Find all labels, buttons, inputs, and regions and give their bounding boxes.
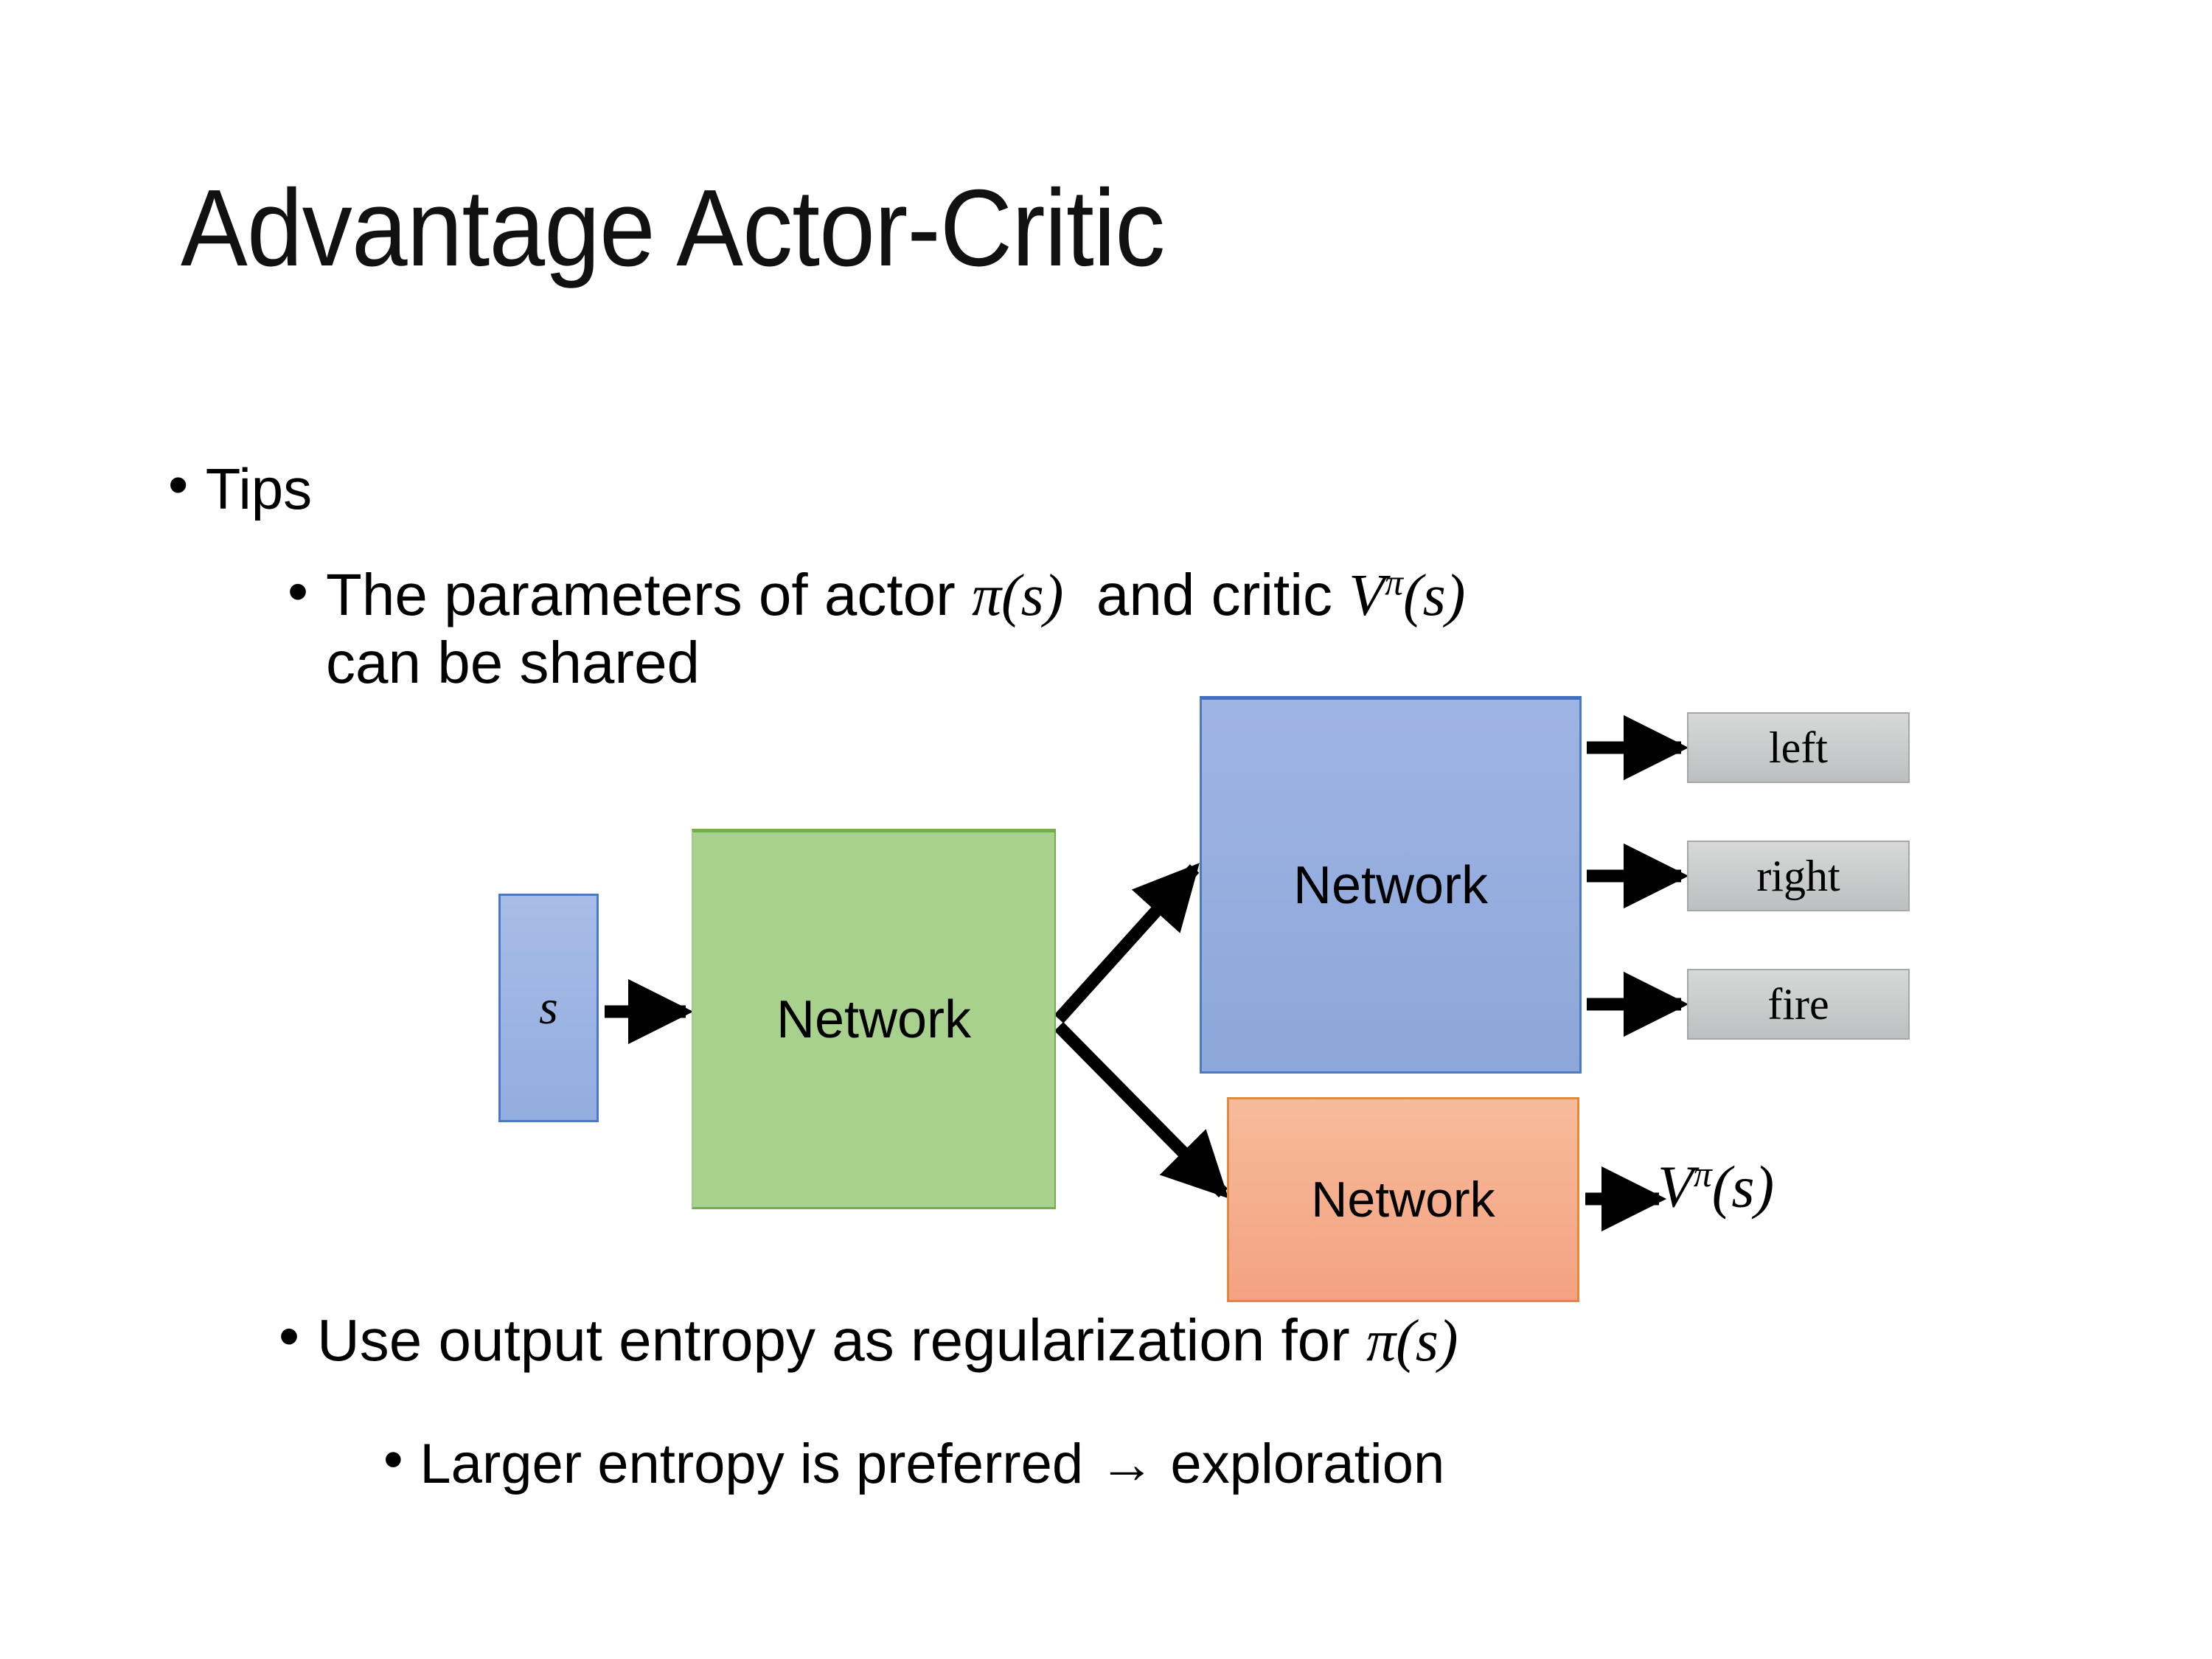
math-pi-of-s: π(s) bbox=[971, 563, 1064, 628]
page-title: Advantage Actor-Critic bbox=[181, 167, 1165, 289]
state-input-box: s bbox=[498, 894, 599, 1122]
action-output-left: left bbox=[1687, 712, 1910, 783]
value-superscript-pi: π bbox=[1693, 1154, 1712, 1194]
value-base: V bbox=[1658, 1155, 1694, 1220]
math-v-base: V bbox=[1349, 563, 1385, 628]
bullet-shared-parameters-text: The parameters of actor π(s) and critic … bbox=[326, 562, 1465, 695]
action-output-right: right bbox=[1687, 841, 1910, 911]
math-v-argument: (s) bbox=[1402, 563, 1466, 628]
bullet-entropy-text: Use output entropy as regularization for… bbox=[317, 1307, 1458, 1375]
shared-network-label: Network bbox=[776, 990, 972, 1049]
action-output-fire-label: fire bbox=[1767, 979, 1829, 1029]
bullet-marker: • bbox=[288, 558, 309, 624]
math-v-superscript-pi: π bbox=[1385, 562, 1403, 603]
critic-network-label: Network bbox=[1311, 1172, 1495, 1228]
critic-network-box: Network bbox=[1227, 1097, 1579, 1302]
action-output-right-label: right bbox=[1756, 851, 1840, 900]
action-output-left-label: left bbox=[1769, 723, 1828, 772]
value-function-output-label: Vπ(s) bbox=[1658, 1153, 1774, 1222]
shared-network-box: Network bbox=[692, 829, 1056, 1209]
action-output-fire: fire bbox=[1687, 969, 1910, 1040]
bullet-tips-label: Tips bbox=[205, 456, 313, 521]
arrow-shared-to-actor bbox=[1054, 863, 1200, 1023]
state-input-label: s bbox=[539, 981, 558, 1034]
entropy-text: Use output entropy as regularization for bbox=[317, 1307, 1367, 1373]
bullet-larger-entropy-label: Larger entropy is preferred → exploratio… bbox=[420, 1433, 1445, 1495]
math-pi-of-s: π(s) bbox=[1366, 1309, 1458, 1374]
bullet-larger-entropy: • Larger entropy is preferred → explorat… bbox=[383, 1432, 1444, 1496]
value-argument: (s) bbox=[1711, 1155, 1775, 1220]
actor-network-box: Network bbox=[1200, 696, 1582, 1074]
bullet-entropy-regularization: • Use output entropy as regularization f… bbox=[279, 1307, 1458, 1375]
bullet-marker: • bbox=[168, 452, 189, 517]
bullet-tips: • Tips bbox=[168, 456, 312, 523]
bullet-marker: • bbox=[279, 1303, 300, 1368]
arrow-shared-to-critic bbox=[1054, 1022, 1229, 1199]
bullet-shared-parameters: • The parameters of actor π(s) and criti… bbox=[288, 562, 1688, 695]
shared-params-text-after: can be shared bbox=[326, 629, 700, 695]
actor-network-label: Network bbox=[1293, 856, 1489, 915]
shared-params-text-before: The parameters of actor bbox=[326, 562, 972, 627]
bullet-marker: • bbox=[383, 1428, 403, 1491]
shared-params-text-middle: and critic bbox=[1063, 562, 1349, 627]
